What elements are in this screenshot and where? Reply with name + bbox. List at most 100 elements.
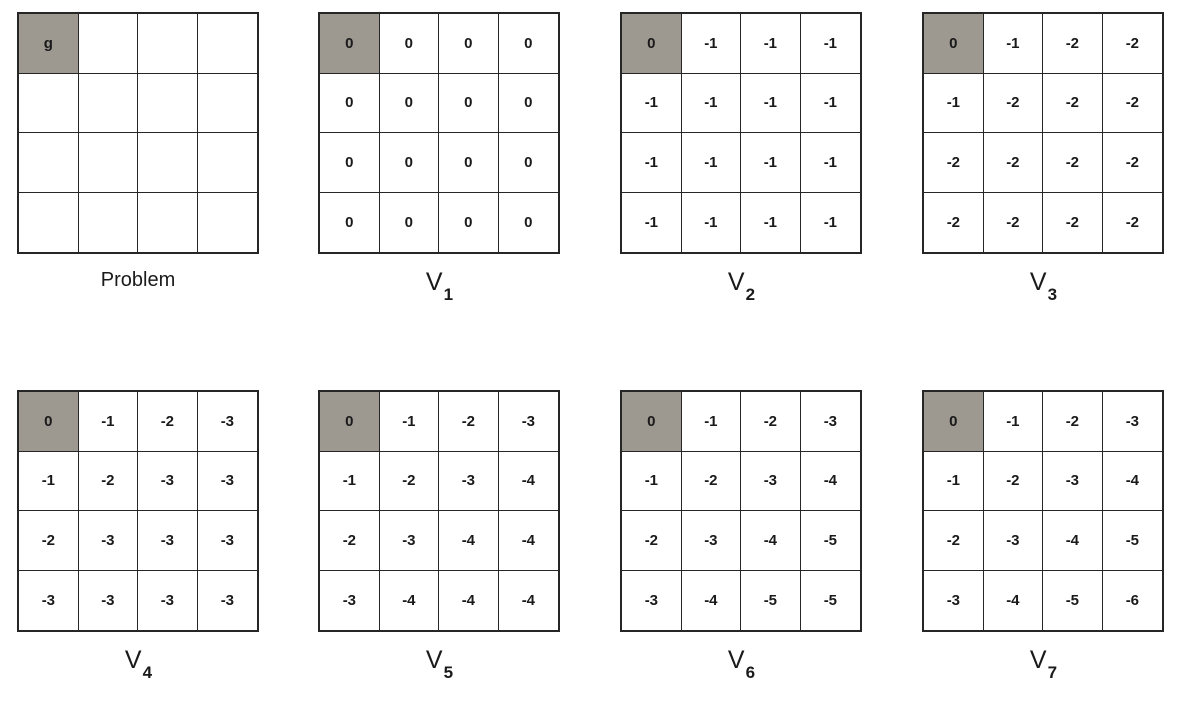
grid-cell: -2 xyxy=(1102,73,1162,133)
caption-letter: V xyxy=(425,646,443,674)
grid-cell: 0 xyxy=(379,14,439,74)
grid-cell: -4 xyxy=(498,511,558,571)
grid-cell: -2 xyxy=(1102,14,1162,74)
grid-cell: -2 xyxy=(924,511,984,571)
caption-letter: V xyxy=(727,646,745,674)
grid-cell: -2 xyxy=(1102,133,1162,193)
grid-cell: -5 xyxy=(800,570,860,630)
grid-cell xyxy=(138,14,198,74)
grid-cell: -2 xyxy=(19,511,79,571)
grid-cell: 0 xyxy=(439,73,499,133)
caption-subscript: 1 xyxy=(443,285,454,305)
grid-cell: -3 xyxy=(1102,392,1162,452)
grid-cell xyxy=(19,133,79,193)
grid-cell xyxy=(78,14,138,74)
grid-cell: -1 xyxy=(622,133,682,193)
grid-cell: 0 xyxy=(379,133,439,193)
grid-cell xyxy=(138,192,198,252)
grid-cell: -3 xyxy=(138,451,198,511)
grid-cell: -2 xyxy=(924,192,984,252)
grid-cell: -2 xyxy=(983,73,1043,133)
grid-cell: -1 xyxy=(681,133,741,193)
grid-cell: -3 xyxy=(138,511,198,571)
grid-cell: -1 xyxy=(983,14,1043,74)
grid-cell: -2 xyxy=(924,133,984,193)
grid-cell: -1 xyxy=(924,73,984,133)
grid-cell: -1 xyxy=(800,14,860,74)
caption-letter: V xyxy=(1029,646,1047,674)
grid-cell xyxy=(197,192,257,252)
caption-letter: V xyxy=(124,646,142,674)
grid-cell: 0 xyxy=(379,73,439,133)
grid-cell: -3 xyxy=(197,451,257,511)
grid-cell: 0 xyxy=(924,392,984,452)
grid-cell: 0 xyxy=(320,192,380,252)
grid-cell: -2 xyxy=(320,511,380,571)
grid-cell: 0 xyxy=(498,73,558,133)
grid-cell: 0 xyxy=(622,14,682,74)
grid-cell: -5 xyxy=(1043,570,1103,630)
grid-cell: 0 xyxy=(379,192,439,252)
grid-cell xyxy=(197,133,257,193)
grid-cell: -1 xyxy=(681,73,741,133)
value-grid-v2: 0-1-1-1-1-1-1-1-1-1-1-1-1-1-1-1 xyxy=(620,12,862,254)
grid-cell: -2 xyxy=(138,392,198,452)
grid-cell: -1 xyxy=(78,392,138,452)
grid-cell: -1 xyxy=(622,73,682,133)
grid-cell: -1 xyxy=(622,451,682,511)
grid-caption-v5: V5 xyxy=(318,646,560,682)
grid-cell: -3 xyxy=(681,511,741,571)
value-grid-v5: 0-1-2-3-1-2-3-4-2-3-4-4-3-4-4-4 xyxy=(318,390,560,632)
grid-cell: -3 xyxy=(983,511,1043,571)
grid-cell: -3 xyxy=(1043,451,1103,511)
grid-cell: -3 xyxy=(741,451,801,511)
grid-cell: 0 xyxy=(498,14,558,74)
grid-cell: -4 xyxy=(983,570,1043,630)
grid-cell: -4 xyxy=(681,570,741,630)
grid-cell: -2 xyxy=(78,451,138,511)
grid-cell: -4 xyxy=(379,570,439,630)
grid-cell xyxy=(197,73,257,133)
grid-cell: 0 xyxy=(498,192,558,252)
caption-letter: V xyxy=(727,268,745,296)
grid-cell: -1 xyxy=(741,192,801,252)
caption-subscript: 5 xyxy=(443,663,454,683)
grid-cell: -3 xyxy=(622,570,682,630)
grid-cell xyxy=(138,73,198,133)
grid-cell: -1 xyxy=(741,14,801,74)
grid-cell: 0 xyxy=(320,73,380,133)
grid-cell: 0 xyxy=(320,392,380,452)
value-grid-v6: 0-1-2-3-1-2-3-4-2-3-4-5-3-4-5-5 xyxy=(620,390,862,632)
caption-subscript: 3 xyxy=(1047,285,1058,305)
grid-cell: -3 xyxy=(800,392,860,452)
grid-cell: -1 xyxy=(622,192,682,252)
grid-cell: -1 xyxy=(983,392,1043,452)
grid-cell: -2 xyxy=(1043,192,1103,252)
grid-cell: -3 xyxy=(138,570,198,630)
grid-cell: -1 xyxy=(681,14,741,74)
grid-cell: -4 xyxy=(498,570,558,630)
value-grid-v4: 0-1-2-3-1-2-3-3-2-3-3-3-3-3-3-3 xyxy=(17,390,259,632)
grid-cell: -3 xyxy=(78,570,138,630)
grid-cell: -3 xyxy=(439,451,499,511)
value-grid-problem: g xyxy=(17,12,259,254)
grid-cell: -1 xyxy=(320,451,380,511)
grid-caption-v3: V3 xyxy=(922,270,1164,304)
grid-cell: -4 xyxy=(800,451,860,511)
grid-cell xyxy=(19,73,79,133)
grid-cell: -1 xyxy=(681,192,741,252)
grid-cell: -5 xyxy=(1102,511,1162,571)
grid-cell: 0 xyxy=(320,14,380,74)
grid-cell: -1 xyxy=(741,133,801,193)
grid-cell: -4 xyxy=(1102,451,1162,511)
grid-cell: -4 xyxy=(439,570,499,630)
grid-cell: -4 xyxy=(1043,511,1103,571)
grid-cell: -1 xyxy=(741,73,801,133)
grid-cell xyxy=(78,73,138,133)
grid-cell: -2 xyxy=(983,192,1043,252)
grid-cell: 0 xyxy=(924,14,984,74)
